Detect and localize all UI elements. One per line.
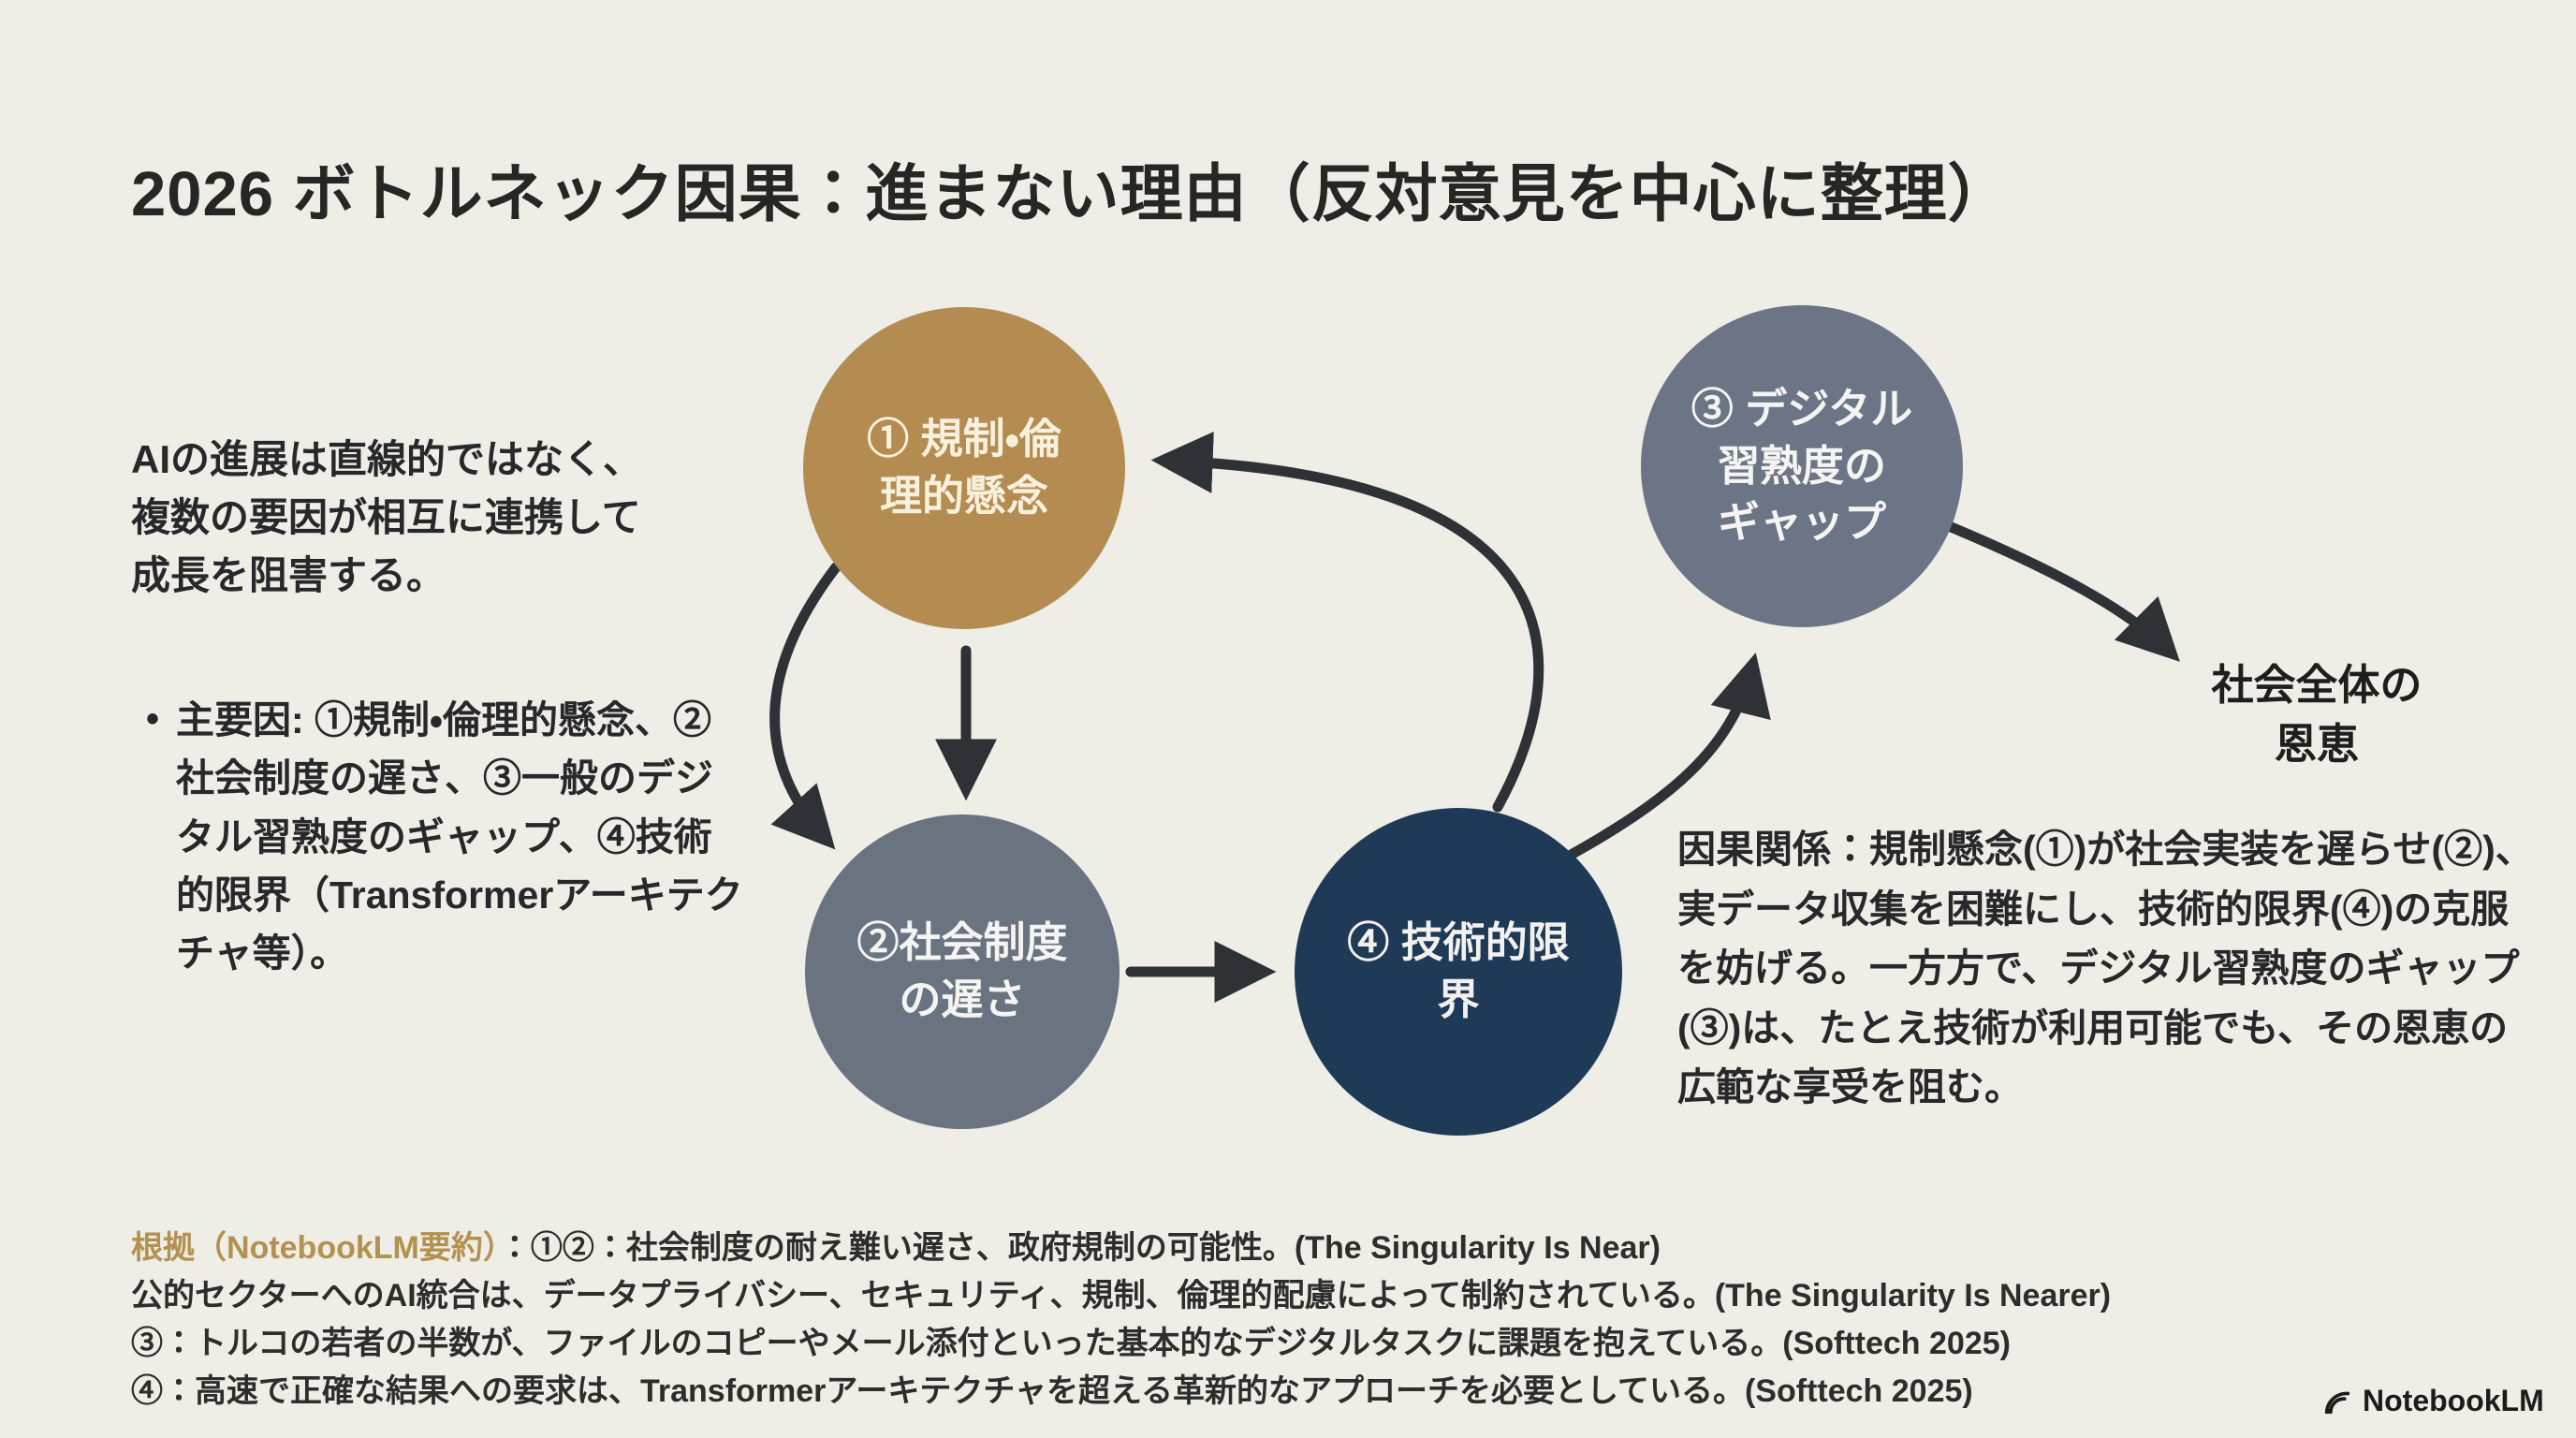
node-regulation-ethics: ① 規制・倫 理的懸念 <box>803 307 1125 629</box>
key-factors-bullet: • 主要因: ①規制・倫理的懸念、②社会制度の遅さ、③一般のデジタル習熟度のギャ… <box>146 691 745 983</box>
footnote-line-4: ④：高速で正確な結果への要求は、Transformerアーキテクチャを超える革新… <box>131 1373 1973 1409</box>
outcome-label: 社会全体の 恩恵 <box>2211 661 2422 768</box>
intro-text: AIの進展は直線的ではなく、 複数の要因が相互に連携して 成長を阻害する。 <box>131 437 643 598</box>
page-title: 2026 ボトルネック因果：進まない理由（反対意見を中心に整理） <box>131 158 2012 229</box>
footnotes: 根拠（NotebookLM要約）：①②：社会制度の耐え難い遅さ、政府規制の可能性… <box>131 1225 2424 1416</box>
node-social-system-delay: ②社会制度 の遅さ <box>805 814 1120 1129</box>
notebooklm-watermark: NotebookLM <box>2321 1384 2544 1418</box>
causal-explanation: 因果関係：規制懸念(①)が社会実装を遅らせ(②)、実データ収集を困難にし、技術的… <box>1677 828 2534 1109</box>
bullet-marker: • <box>146 698 160 740</box>
notebooklm-logo-icon <box>2324 1391 2350 1414</box>
footnote-line-2: 公的セクターへのAI統合は、データプライバシー、セキュリティ、規制、倫理的配慮に… <box>131 1278 2112 1313</box>
arrow-technical-to-digital <box>1567 653 1771 859</box>
node-technical-limits: ④ 技術的限 界 <box>1295 808 1622 1136</box>
arrow-technical-to-regulation <box>1150 431 1544 813</box>
footnote-line-1: 根拠（NotebookLM要約）：①②：社会制度の耐え難い遅さ、政府規制の可能性… <box>131 1225 2424 1272</box>
bullet-text: 主要因: ①規制・倫理的懸念、②社会制度の遅さ、③一般のデジタル習熟度のギャップ… <box>176 698 743 976</box>
arrow-digital-to-benefit <box>1943 521 2180 662</box>
footnote-line-1-rest: ：①②：社会制度の耐え難い遅さ、政府規制の可能性。(The Singularit… <box>498 1230 1661 1266</box>
arrow-regulation-to-social-curved <box>769 562 842 850</box>
node-digital-literacy-gap: ③ デジタル 習熟度の ギャップ <box>1641 305 1963 627</box>
footnote-lead: 根拠（NotebookLM要約） <box>131 1230 499 1266</box>
footnote-line-3: ③：トルコの若者の半数が、ファイルのコピーやメール添付といった基本的なデジタルタ… <box>131 1326 2011 1361</box>
watermark-label: NotebookLM <box>2363 1384 2544 1417</box>
